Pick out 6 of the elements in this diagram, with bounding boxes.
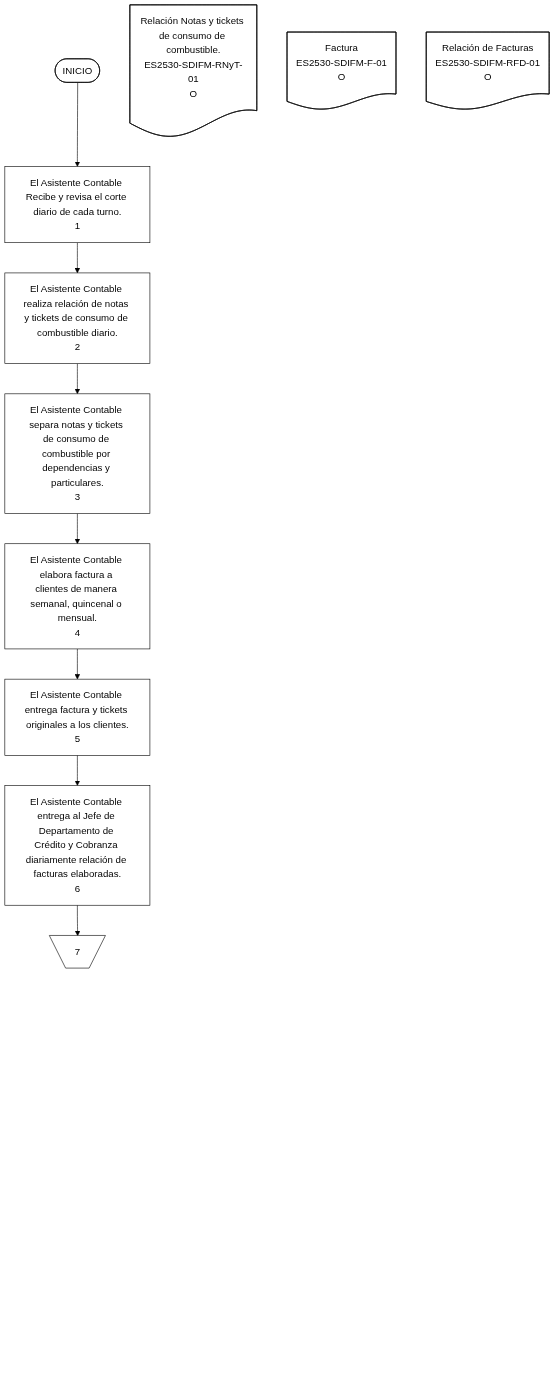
node-box: El Asistente Contable elabora factura a clientes de manera semanal, quincenal o mensual. 4 — [4, 543, 151, 650]
node-box: El Asistente Contable entrega factura y tickets originales a los clientes. 5 — [4, 678, 151, 756]
node-box: El Asistente Contable realiza relación de notas y tickets de consumo de combustible diario. 2 — [4, 272, 151, 364]
node-box: El Asistente Contable Recibe y revisa el corte diario de cada turno. 1 — [4, 166, 151, 243]
node-box: El Asistente Contable separa notas y tickets de consumo de combustible por dependencias y particulares. 3 — [4, 393, 151, 514]
node-box: El Asistente Contable entrega al Jefe de Departamento de Crédito y Cobranza diariamente relación de facturas elaboradas. 6 — [4, 785, 151, 906]
